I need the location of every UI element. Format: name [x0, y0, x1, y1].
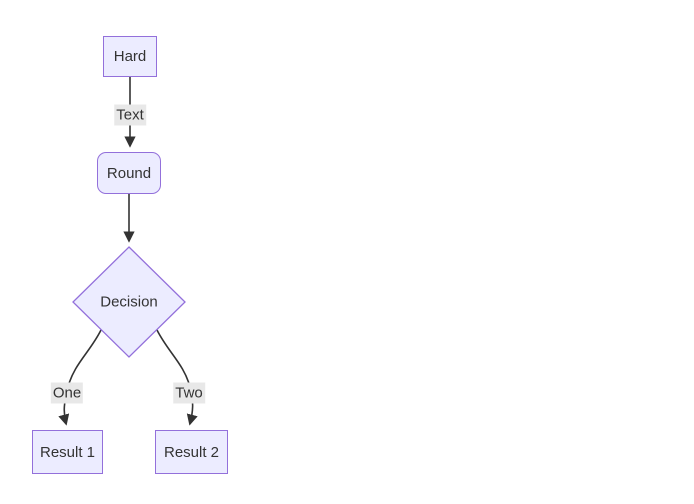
node-result1-label: Result 1: [39, 443, 96, 461]
node-decision-label: Decision: [100, 293, 158, 311]
node-result2-label: Result 2: [163, 443, 220, 461]
node-hard-label: Hard: [113, 48, 147, 65]
node-result1: Result 1: [32, 430, 103, 474]
node-decision-shape: [72, 246, 186, 358]
node-hard: Hard: [103, 36, 157, 77]
edge-decision-result1: [58, 329, 102, 426]
node-result2: Result 2: [155, 430, 228, 474]
edge-label-text: Text: [114, 104, 146, 126]
node-round-label: Round: [106, 164, 152, 182]
edge-label-one: One: [50, 382, 84, 404]
edge-decision-result2: [156, 329, 198, 426]
edge-label-two: Two: [173, 382, 205, 404]
node-round: Round: [97, 152, 161, 194]
